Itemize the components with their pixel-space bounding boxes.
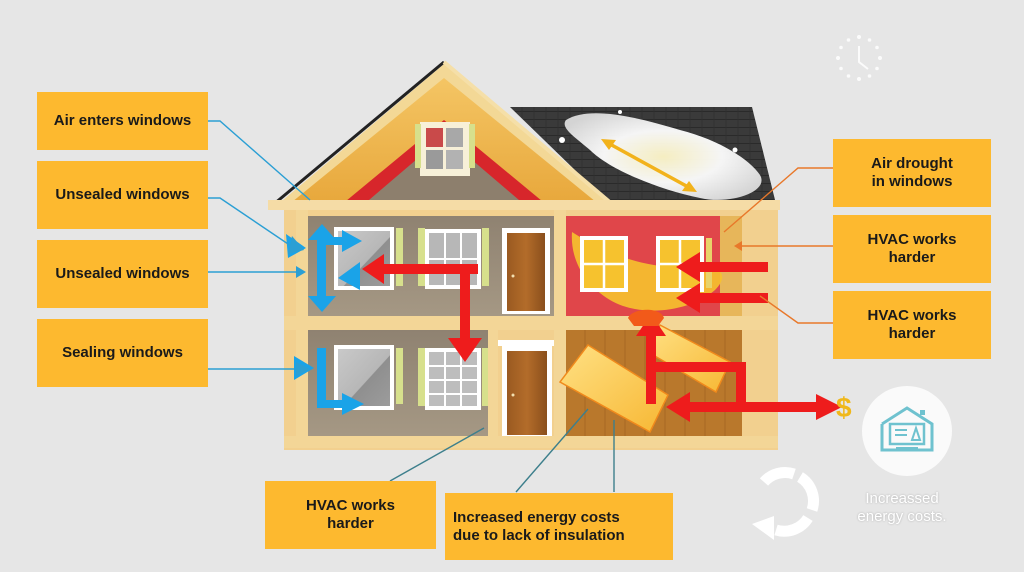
label-air-drought-in-windows: Air drought in windows [833, 139, 991, 207]
clock-icon [836, 35, 882, 81]
label-hvac-works-harder-right-1: HVAC works harder [833, 215, 991, 283]
label-text: Air enters windows [53, 112, 192, 129]
heat-loss-arrows [362, 252, 842, 422]
label-text: Air drought in windows [871, 155, 953, 190]
roof-air-leak [559, 110, 762, 200]
label-air-enters-windows: Air enters windows [37, 92, 208, 150]
label-sealing-windows: Sealing windows [37, 319, 208, 387]
label-unsealed-windows-2: Unsealed windows [37, 240, 208, 308]
caption-text: Increassed energy costs. [857, 490, 947, 525]
energy-costs-caption: Increassed energy costs. [846, 490, 958, 526]
label-increased-energy-costs: Increased energy costs due to lack of in… [445, 493, 673, 560]
house-document-badge [862, 386, 952, 476]
house-document-icon [880, 406, 934, 452]
doors [498, 228, 556, 438]
label-text: Unsealed windows [55, 265, 190, 282]
leader-lines [208, 120, 833, 493]
label-text: Increased energy costs due to lack of in… [453, 508, 625, 544]
gable-left [273, 60, 614, 206]
label-hvac-works-harder-right-2: HVAC works harder [833, 291, 991, 359]
refresh-cycle-icon [752, 467, 819, 540]
label-text: Unsealed windows [55, 186, 190, 203]
label-unsealed-windows-1: Unsealed windows [37, 161, 208, 229]
label-text: HVAC works harder [867, 231, 957, 266]
label-text: HVAC works harder [306, 497, 395, 532]
dollar-icon: $ [836, 392, 852, 423]
label-text: HVAC works harder [867, 307, 957, 342]
label-hvac-works-harder-bottom: HVAC works harder [265, 481, 436, 549]
label-text: Sealing windows [62, 344, 183, 361]
